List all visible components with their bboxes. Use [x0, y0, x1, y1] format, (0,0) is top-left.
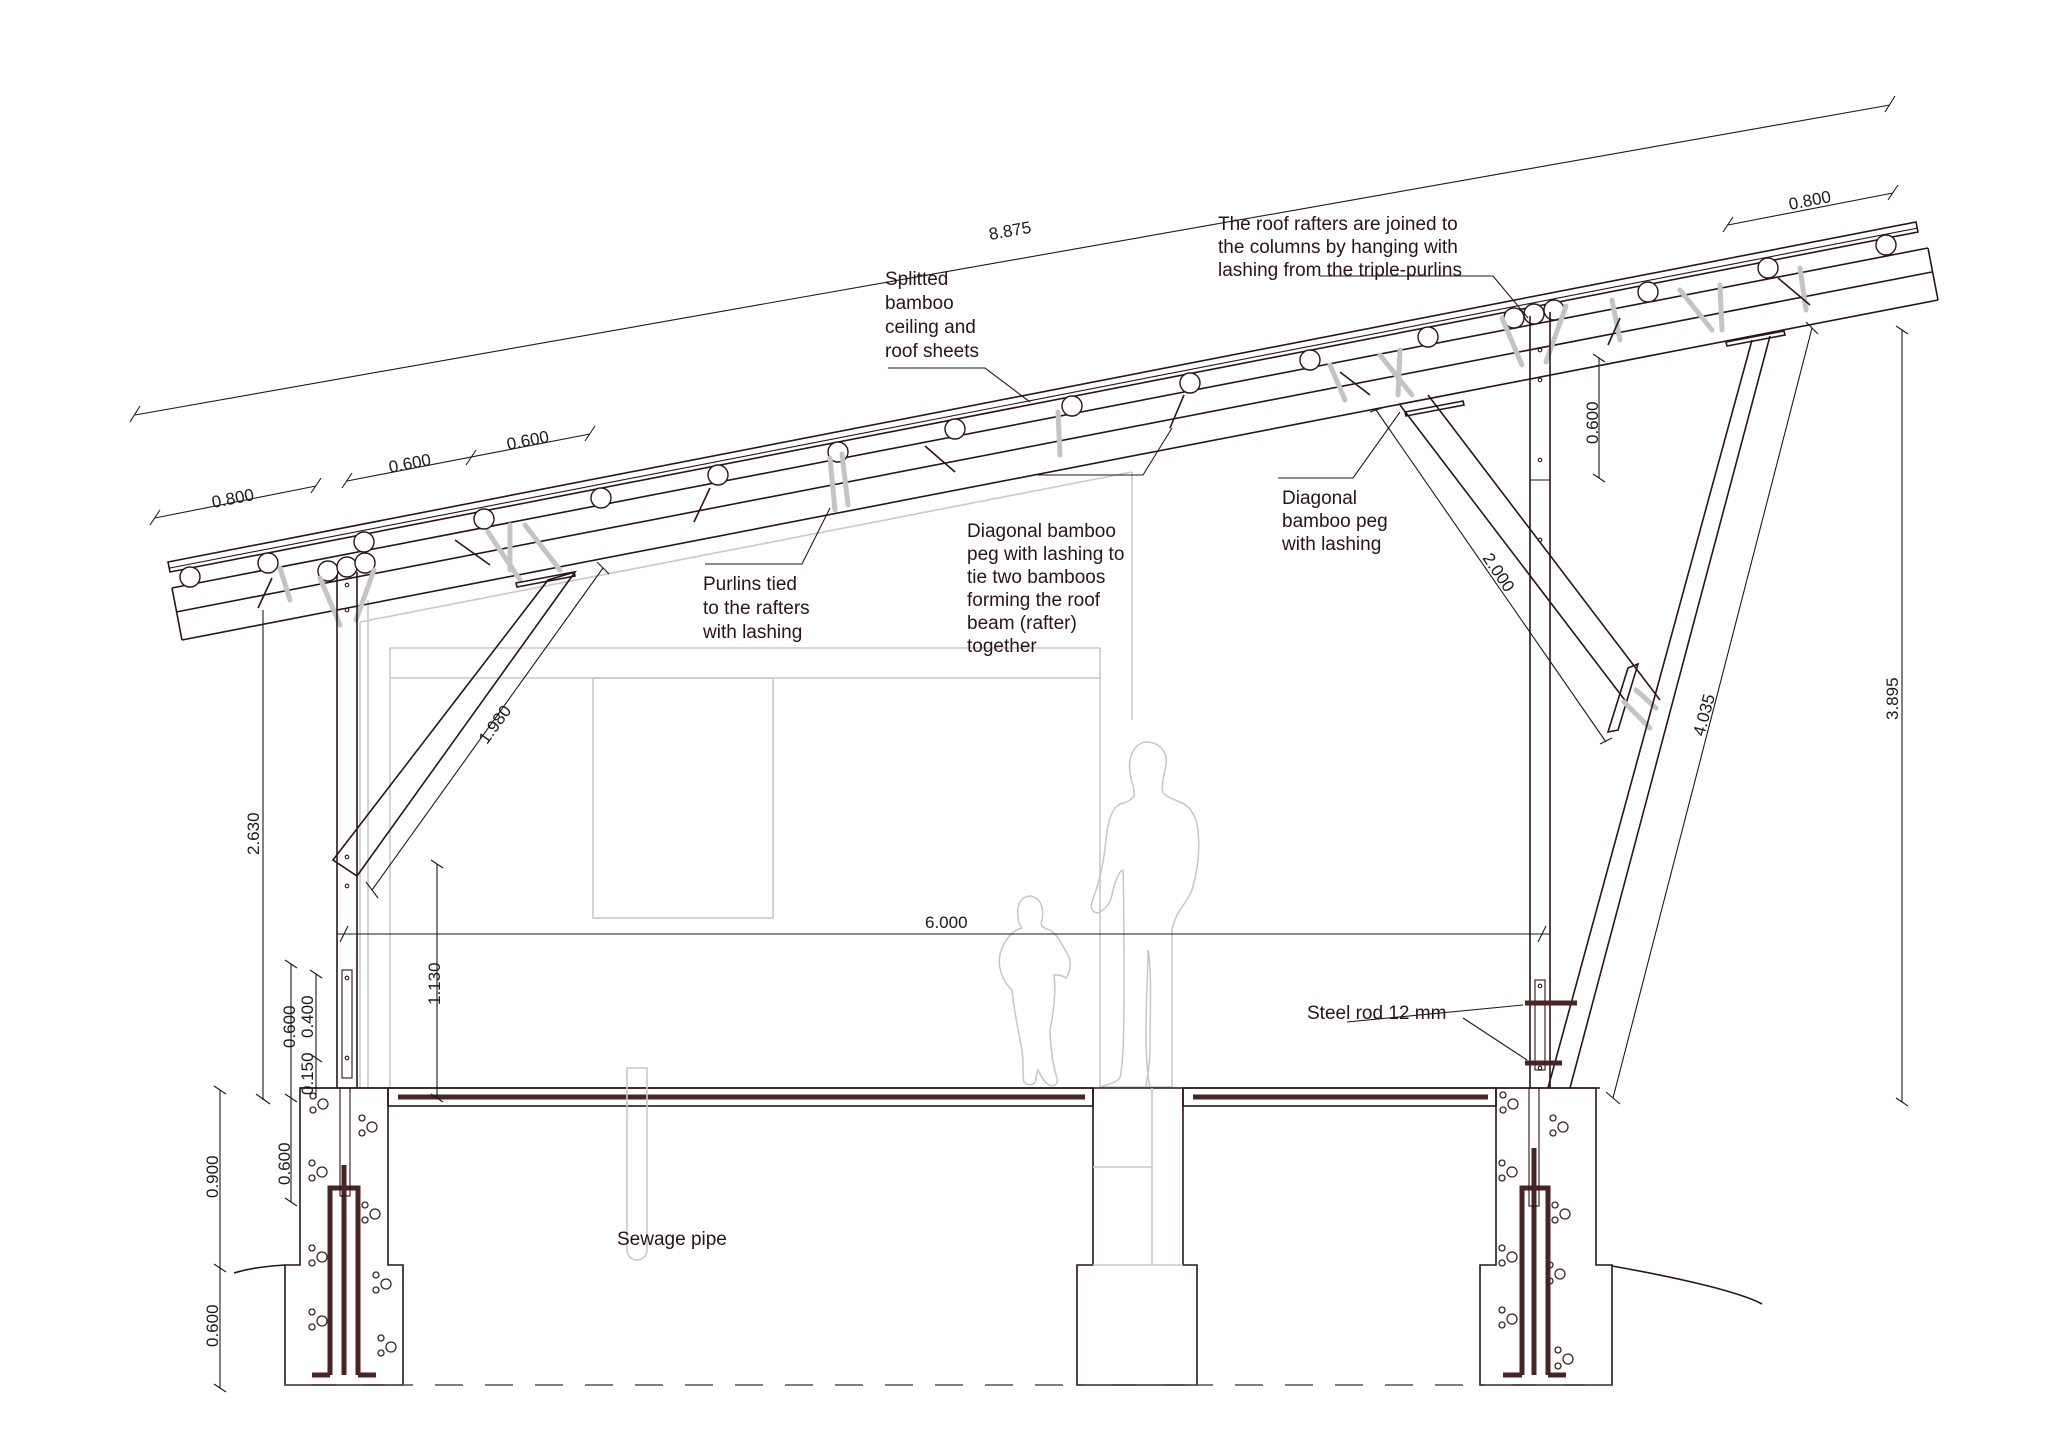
diagonal-pegs [257, 277, 1811, 609]
left-foundation [284, 1087, 404, 1386]
right-foundation [1479, 1087, 1613, 1386]
note-line: Splitted [885, 269, 948, 290]
dim-base-0150: 0.150 [298, 1052, 317, 1095]
note-line: peg with lashing to [967, 544, 1124, 565]
dim-right-strut: 4.035 [1690, 692, 1719, 738]
note-line: forming the roof [967, 590, 1101, 611]
aggregate [1498, 1091, 1574, 1370]
dim-purlin-spacing-1: 0.600 [387, 450, 432, 477]
note-line: roof sheets [885, 341, 979, 362]
annotation-leaders [705, 275, 1529, 1061]
note-line: the columns by hanging with [1218, 237, 1458, 258]
dimension-lines [129, 95, 1909, 1393]
right-column [1529, 312, 1551, 1088]
central-pier [1076, 1088, 1198, 1386]
left-column [336, 572, 358, 1088]
dim-floor-to-window: 1.130 [425, 962, 444, 1005]
note-line: together [967, 636, 1037, 657]
note-diagonal-peg: Diagonal bamboo peg with lashing [1281, 488, 1388, 555]
dim-right-overhang: 0.800 [1787, 187, 1832, 214]
note-line: tie two bamboos [967, 567, 1105, 588]
dim-purlin-spacing-2: 0.600 [505, 427, 550, 454]
dim-footing-lower: 0.600 [203, 1304, 222, 1347]
left-brace [331, 570, 578, 878]
note-line: bamboo peg [1282, 511, 1388, 532]
dim-base-0600: 0.600 [280, 1005, 299, 1048]
note-roof-sheets: Splitted bamboo ceiling and roof sheets [885, 269, 979, 362]
note-line: lashing from the triple-purlins [1218, 260, 1462, 281]
note-line: ceiling and [885, 317, 976, 338]
note-line: beam (rafter) [967, 613, 1077, 634]
dim-base-0400: 0.400 [298, 995, 317, 1038]
dim-right-column-top: 0.600 [1583, 401, 1602, 444]
dim-right-height: 3.895 [1883, 677, 1902, 720]
note-steel-rod: Steel rod 12 mm [1307, 1003, 1446, 1024]
floor-slab [300, 1087, 1600, 1107]
note-line: The roof rafters are joined to [1218, 214, 1458, 235]
dim-left-overhang: 0.800 [210, 485, 255, 512]
note-line: bamboo [885, 293, 954, 314]
dim-span: 6.000 [925, 913, 968, 932]
background-building-outline [359, 471, 1133, 1088]
right-strut [1547, 335, 1771, 1089]
aggregate [308, 1092, 397, 1357]
dim-right-brace: 2.000 [1479, 550, 1519, 596]
dim-left-brace: 1.980 [475, 702, 515, 748]
note-line: to the rafters [703, 598, 810, 619]
note-line: Purlins tied [703, 574, 797, 595]
dimension-labels: 8.875 0.800 0.600 0.600 0.800 1.980 2.63… [203, 187, 1902, 1347]
sewage-pipe [626, 1067, 648, 1261]
note-purlins-tied: Purlins tied to the rafters with lashing [702, 574, 810, 643]
dim-footing-total: 0.900 [203, 1155, 222, 1198]
child-silhouette [998, 895, 1071, 1087]
note-diagonal-peg-rafter: Diagonal bamboo peg with lashing to tie … [967, 521, 1124, 657]
ground-lines [233, 1264, 1763, 1386]
steel-rods [1525, 1000, 1577, 1066]
dim-footing-upper: 0.600 [275, 1142, 294, 1185]
note-rafter-hanging: The roof rafters are joined to the colum… [1218, 214, 1462, 281]
dim-roof-length: 8.875 [987, 218, 1032, 244]
note-line: Diagonal [1282, 488, 1357, 509]
note-line: with lashing [1281, 534, 1381, 555]
lashings [277, 265, 1809, 628]
roof-assembly [167, 221, 1939, 641]
note-line: with lashing [702, 622, 802, 643]
note-line: Diagonal bamboo [967, 521, 1116, 542]
note-sewage-pipe: Sewage pipe [617, 1229, 727, 1250]
dim-left-column-height: 2.630 [244, 812, 263, 855]
adult-silhouette [1090, 741, 1200, 1088]
